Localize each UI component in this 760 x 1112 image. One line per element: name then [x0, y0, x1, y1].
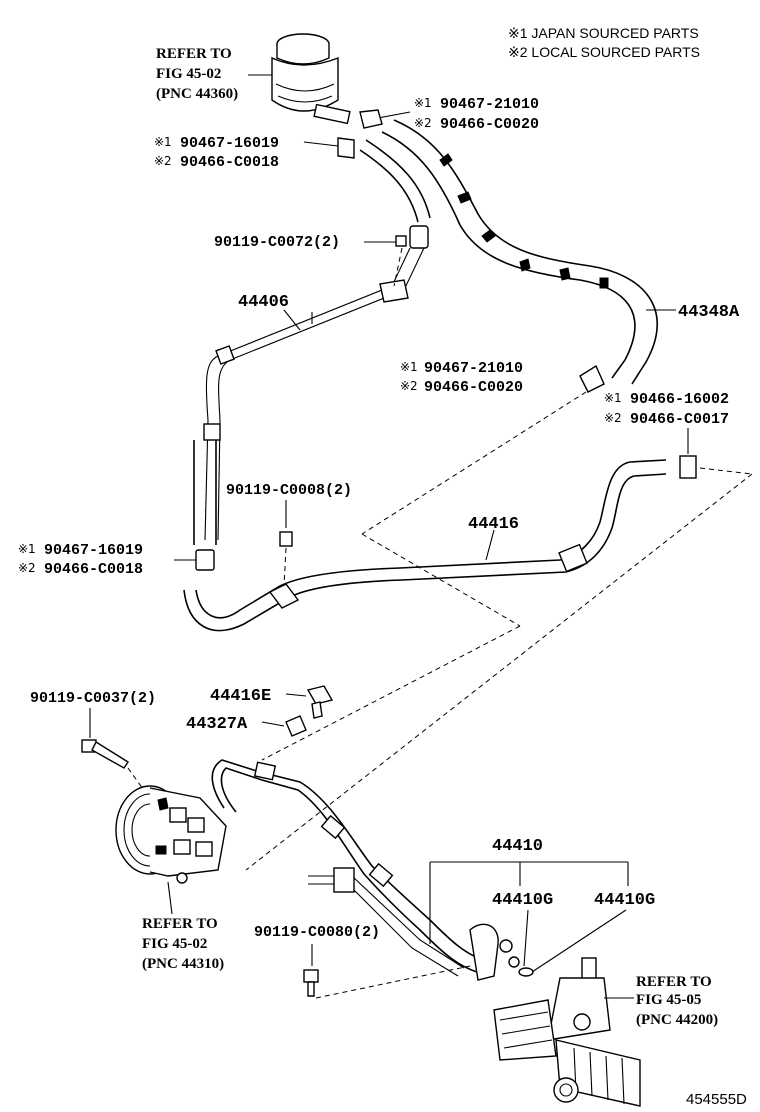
clamp-top-left-symbol2: ※2 [154, 154, 172, 168]
part-44416-label: 44416 [468, 515, 519, 534]
clamp-mid-right-symbol2: ※2 [400, 379, 418, 393]
clamp-top-left-drawing [337, 137, 355, 159]
clamp-low-left-drawing [195, 549, 215, 571]
clamp-mid-right-symbol1: ※1 [400, 360, 418, 374]
clamp-far-right-drawing [679, 455, 697, 479]
reservoir-ref-line2: FIG 45-02 [156, 66, 221, 82]
clamp-top-right-symbol1: ※1 [414, 96, 432, 110]
clamp-top-right-symbol2: ※2 [414, 116, 432, 130]
bolt-b2-drawing [279, 531, 293, 587]
clamp-far-right-japan: 90466-16002 [630, 391, 729, 408]
legend-japan-sourced: ※1 JAPAN SOURCED PARTS [508, 25, 699, 41]
bolt-b1-drawing [393, 235, 407, 287]
part-44348a-label: 44348A [678, 303, 740, 322]
legend-local-sourced: ※2 LOCAL SOURCED PARTS [508, 44, 700, 60]
clamp-low-left-local: 90466-C0018 [44, 561, 143, 578]
bolt-b3-label: 90119-C0037(2) [30, 690, 156, 707]
clamp-top-left-local: 90466-C0018 [180, 154, 279, 171]
bolt-b3-drawing [81, 739, 149, 797]
hose-44348a-drawing [381, 119, 658, 385]
part-44410g-b-label: 44410G [594, 891, 655, 910]
bolt-b4-label: 90119-C0080(2) [254, 924, 380, 941]
clamp-top-left-symbol1: ※1 [154, 135, 172, 149]
pump-ref-line1: REFER TO [142, 916, 218, 932]
steering-gear-drawing [493, 957, 641, 1107]
clamp-mid-right-drawing [579, 364, 605, 393]
part-44410-label: 44410 [492, 837, 543, 856]
power-steering-pump-drawing [115, 785, 227, 884]
union-bolt-44416e-drawing [306, 685, 334, 719]
gear-ref-line1: REFER TO [636, 974, 712, 990]
clamp-top-left-japan: 90467-16019 [180, 135, 279, 152]
hose-44406-drawing [193, 139, 431, 545]
clamp-top-right-drawing [359, 109, 383, 129]
clamp-low-left-symbol2: ※2 [18, 561, 36, 575]
clamp-top-right-japan: 90467-21010 [440, 96, 539, 113]
part-44327a-label: 44327A [186, 715, 248, 734]
clamp-low-left-japan: 90467-16019 [44, 542, 143, 559]
bolt-b1-label: 90119-C0072(2) [214, 234, 340, 251]
reservoir-tank-drawing [248, 33, 351, 125]
bolt-b2-label: 90119-C0008(2) [226, 482, 352, 499]
clamp-far-right-symbol1: ※1 [604, 391, 622, 405]
reservoir-ref-line1: REFER TO [156, 46, 232, 62]
clamp-top-right-local: 90466-C0020 [440, 116, 539, 133]
gasket-44327a-drawing [285, 715, 307, 737]
hose-44416-drawing [183, 459, 667, 632]
clamp-far-right-local: 90466-C0017 [630, 411, 729, 428]
part-44406-label: 44406 [238, 293, 289, 312]
clamp-mid-right-japan: 90467-21010 [424, 360, 523, 377]
diagram-id: 454555D [686, 1091, 747, 1108]
pump-ref-line2: FIG 45-02 [142, 936, 207, 952]
reservoir-ref-line3: (PNC 44360) [156, 86, 238, 102]
gear-ref-line2: FIG 45-05 [636, 992, 701, 1008]
clamp-mid-right-local: 90466-C0020 [424, 379, 523, 396]
part-44416e-label: 44416E [210, 687, 271, 706]
pump-ref-line3: (PNC 44310) [142, 956, 224, 972]
bolt-b4-drawing [303, 965, 471, 999]
pressure-line-44410-drawing [211, 759, 520, 981]
clamp-far-right-symbol2: ※2 [604, 411, 622, 425]
clamp-low-left-symbol1: ※1 [18, 542, 36, 556]
gasket-44410g-drawing [518, 967, 534, 977]
gear-ref-line3: (PNC 44200) [636, 1012, 718, 1028]
part-44410g-a-label: 44410G [492, 891, 553, 910]
